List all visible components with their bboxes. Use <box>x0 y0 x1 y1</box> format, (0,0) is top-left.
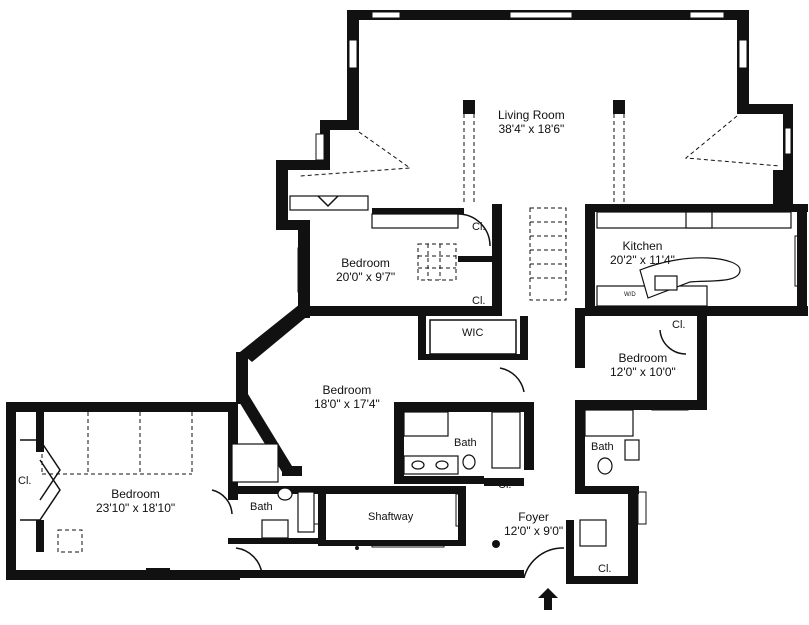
closet-label: Cl. <box>18 475 32 487</box>
bath-label: Bath <box>250 501 273 513</box>
closet-label: Cl. <box>672 319 686 331</box>
closet-label: Cl. <box>598 563 612 575</box>
room-name: Foyer <box>518 510 549 524</box>
wd-label: W/D <box>624 292 636 298</box>
room-dims: 20'2" x 11'4" <box>610 253 675 267</box>
cabinet <box>289 195 369 211</box>
bedroom-b-label: Bedroom 18'0" x 17'4" <box>314 383 380 411</box>
room-dims: 12'0" x 9'0" <box>504 524 564 538</box>
bedroom-b-walls <box>236 304 534 476</box>
entry-arrow-icon <box>538 588 558 610</box>
living-room-label: Living Room 38'4" x 18'6" <box>498 108 565 136</box>
room-name: Kitchen <box>622 239 663 253</box>
bedroom-c-walls <box>575 306 707 486</box>
wic-label: WIC <box>462 327 484 339</box>
bath-d <box>228 440 320 544</box>
kitchen-walls <box>585 204 808 316</box>
room-dims: 12'0" x 10'0" <box>610 365 676 379</box>
room-name: Living Room <box>498 108 565 122</box>
bedroom-a-walls <box>298 204 502 318</box>
bedroom-d-label: Bedroom 23'10" x 18'10" <box>96 487 175 515</box>
room-dims: 18'0" x 17'4" <box>314 397 380 411</box>
room-name: Bedroom <box>618 351 668 365</box>
foyer-walls <box>240 478 639 584</box>
foyer-label: Foyer 12'0" x 9'0" <box>504 510 563 538</box>
bedroom-a-label: Bedroom 20'0" x 9'7" <box>336 256 395 284</box>
bedroom-d-walls <box>6 402 240 580</box>
room-dims: 38'4" x 18'6" <box>498 122 565 136</box>
room-dims: 20'0" x 9'7" <box>336 270 396 284</box>
room-name: Bedroom <box>322 383 372 397</box>
shaftway <box>318 486 466 546</box>
kitchen-label: Kitchen 20'2" x 11'4" <box>610 239 675 267</box>
closet-label: Cl. <box>472 295 486 307</box>
closet-label: Cl. <box>498 479 512 491</box>
bath-b <box>394 402 534 484</box>
shaftway-label: Shaftway <box>368 511 414 523</box>
room-dims: 23'10" x 18'10" <box>96 501 176 515</box>
room-name: Bedroom <box>111 487 160 501</box>
bedroom-c-label: Bedroom 12'0" x 10'0" <box>610 351 676 379</box>
closet-label: Cl. <box>472 221 486 233</box>
room-name: Bedroom <box>341 256 390 270</box>
bath-label: Bath <box>591 441 614 453</box>
bath-label: Bath <box>454 437 477 449</box>
